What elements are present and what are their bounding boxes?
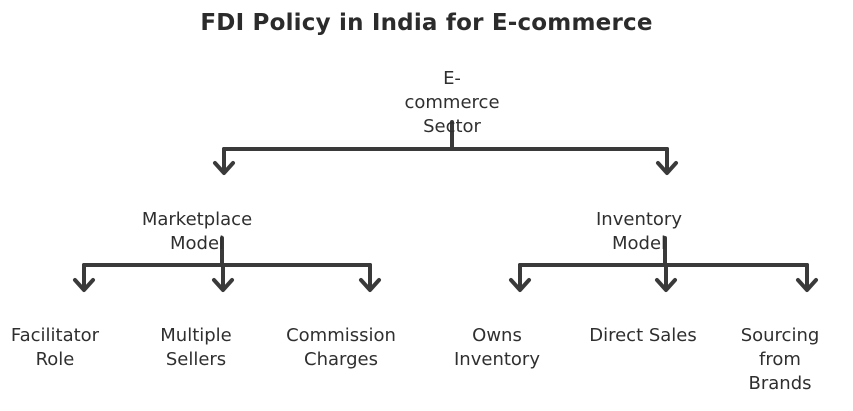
node-multiple-sellers: Multiple Sellers — [160, 325, 232, 370]
node-ecommerce-sector: E- commerce Sector — [404, 68, 500, 137]
arrow-to-marketplace — [213, 147, 235, 175]
node-commission-charges: Commission Charges — [286, 325, 396, 370]
node-owns-inventory: Owns Inventory — [454, 325, 540, 370]
node-facilitator-role: Facilitator Role — [10, 325, 100, 370]
arrow-to-inventory — [656, 147, 678, 175]
arrow-to-sourcing — [796, 263, 818, 292]
arrow-to-facilitator — [73, 263, 95, 292]
arrow-to-commission — [359, 263, 381, 292]
arrow-to-owns — [509, 263, 531, 292]
node-sourcing-from-brands: Sourcing from Brands — [740, 325, 820, 394]
arrow-to-direct — [655, 263, 677, 292]
node-marketplace-model: Marketplace Model — [141, 209, 253, 254]
arrow-to-sellers — [212, 263, 234, 292]
node-direct-sales: Direct Sales — [589, 325, 697, 346]
node-inventory-model: Inventory Model — [596, 209, 682, 254]
diagram-title: FDI Policy in India for E-commerce — [200, 10, 653, 36]
